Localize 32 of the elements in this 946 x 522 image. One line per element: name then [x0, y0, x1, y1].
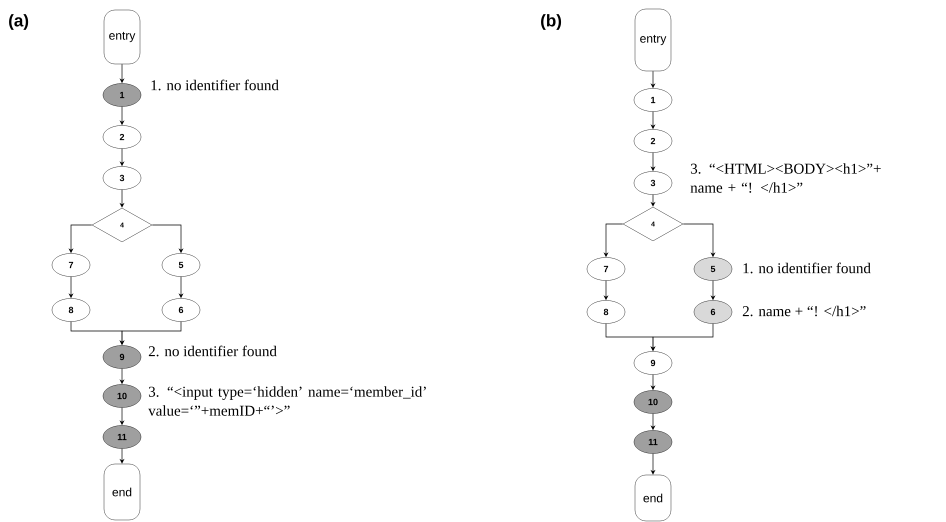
- statement-node: 7: [586, 257, 626, 281]
- statement-node: 8: [586, 300, 626, 324]
- statement-node: 11: [634, 430, 672, 454]
- terminal-box: entry: [104, 10, 140, 64]
- statement-node: 2: [102, 125, 142, 149]
- terminal-box: end: [634, 474, 672, 522]
- annotation-text: 1. no identifier found: [744, 262, 871, 274]
- annotation-text: 2. no identifier found: [148, 346, 277, 356]
- statement-node: 9: [634, 351, 672, 375]
- annotation-text: 1. no identifier found: [152, 80, 279, 90]
- statement-node: 1: [102, 83, 142, 107]
- statement-node: 6: [162, 298, 200, 322]
- statement-node: 5: [694, 257, 732, 281]
- statement-node: 9: [102, 345, 142, 369]
- terminal-box: entry: [634, 8, 672, 72]
- statement-node: 7: [52, 253, 90, 277]
- statement-node: 8: [52, 298, 90, 322]
- statement-node: 3: [102, 166, 142, 190]
- terminal-box: end: [104, 464, 140, 520]
- statement-node: 10: [634, 390, 672, 414]
- statement-node: 3: [634, 171, 672, 195]
- statement-node: 1: [634, 88, 672, 112]
- annotation-text: 3. “<HTML><BODY><h1>”+ name + “! </h1>”: [690, 163, 881, 193]
- panel-label: (a): [9, 14, 28, 30]
- panel-label: (b): [541, 14, 562, 30]
- statement-node: 10: [102, 384, 142, 408]
- statement-node: 11: [102, 425, 142, 449]
- statement-node: 5: [162, 253, 200, 277]
- statement-node: 2: [634, 129, 672, 153]
- statement-node: 6: [694, 300, 732, 324]
- annotation-text: 3. “<input type=‘hidden’ name=‘member_id’ value=‘”+memID+“’>”: [148, 386, 426, 416]
- annotation-text: 2. name + “! </h1>”: [742, 306, 866, 316]
